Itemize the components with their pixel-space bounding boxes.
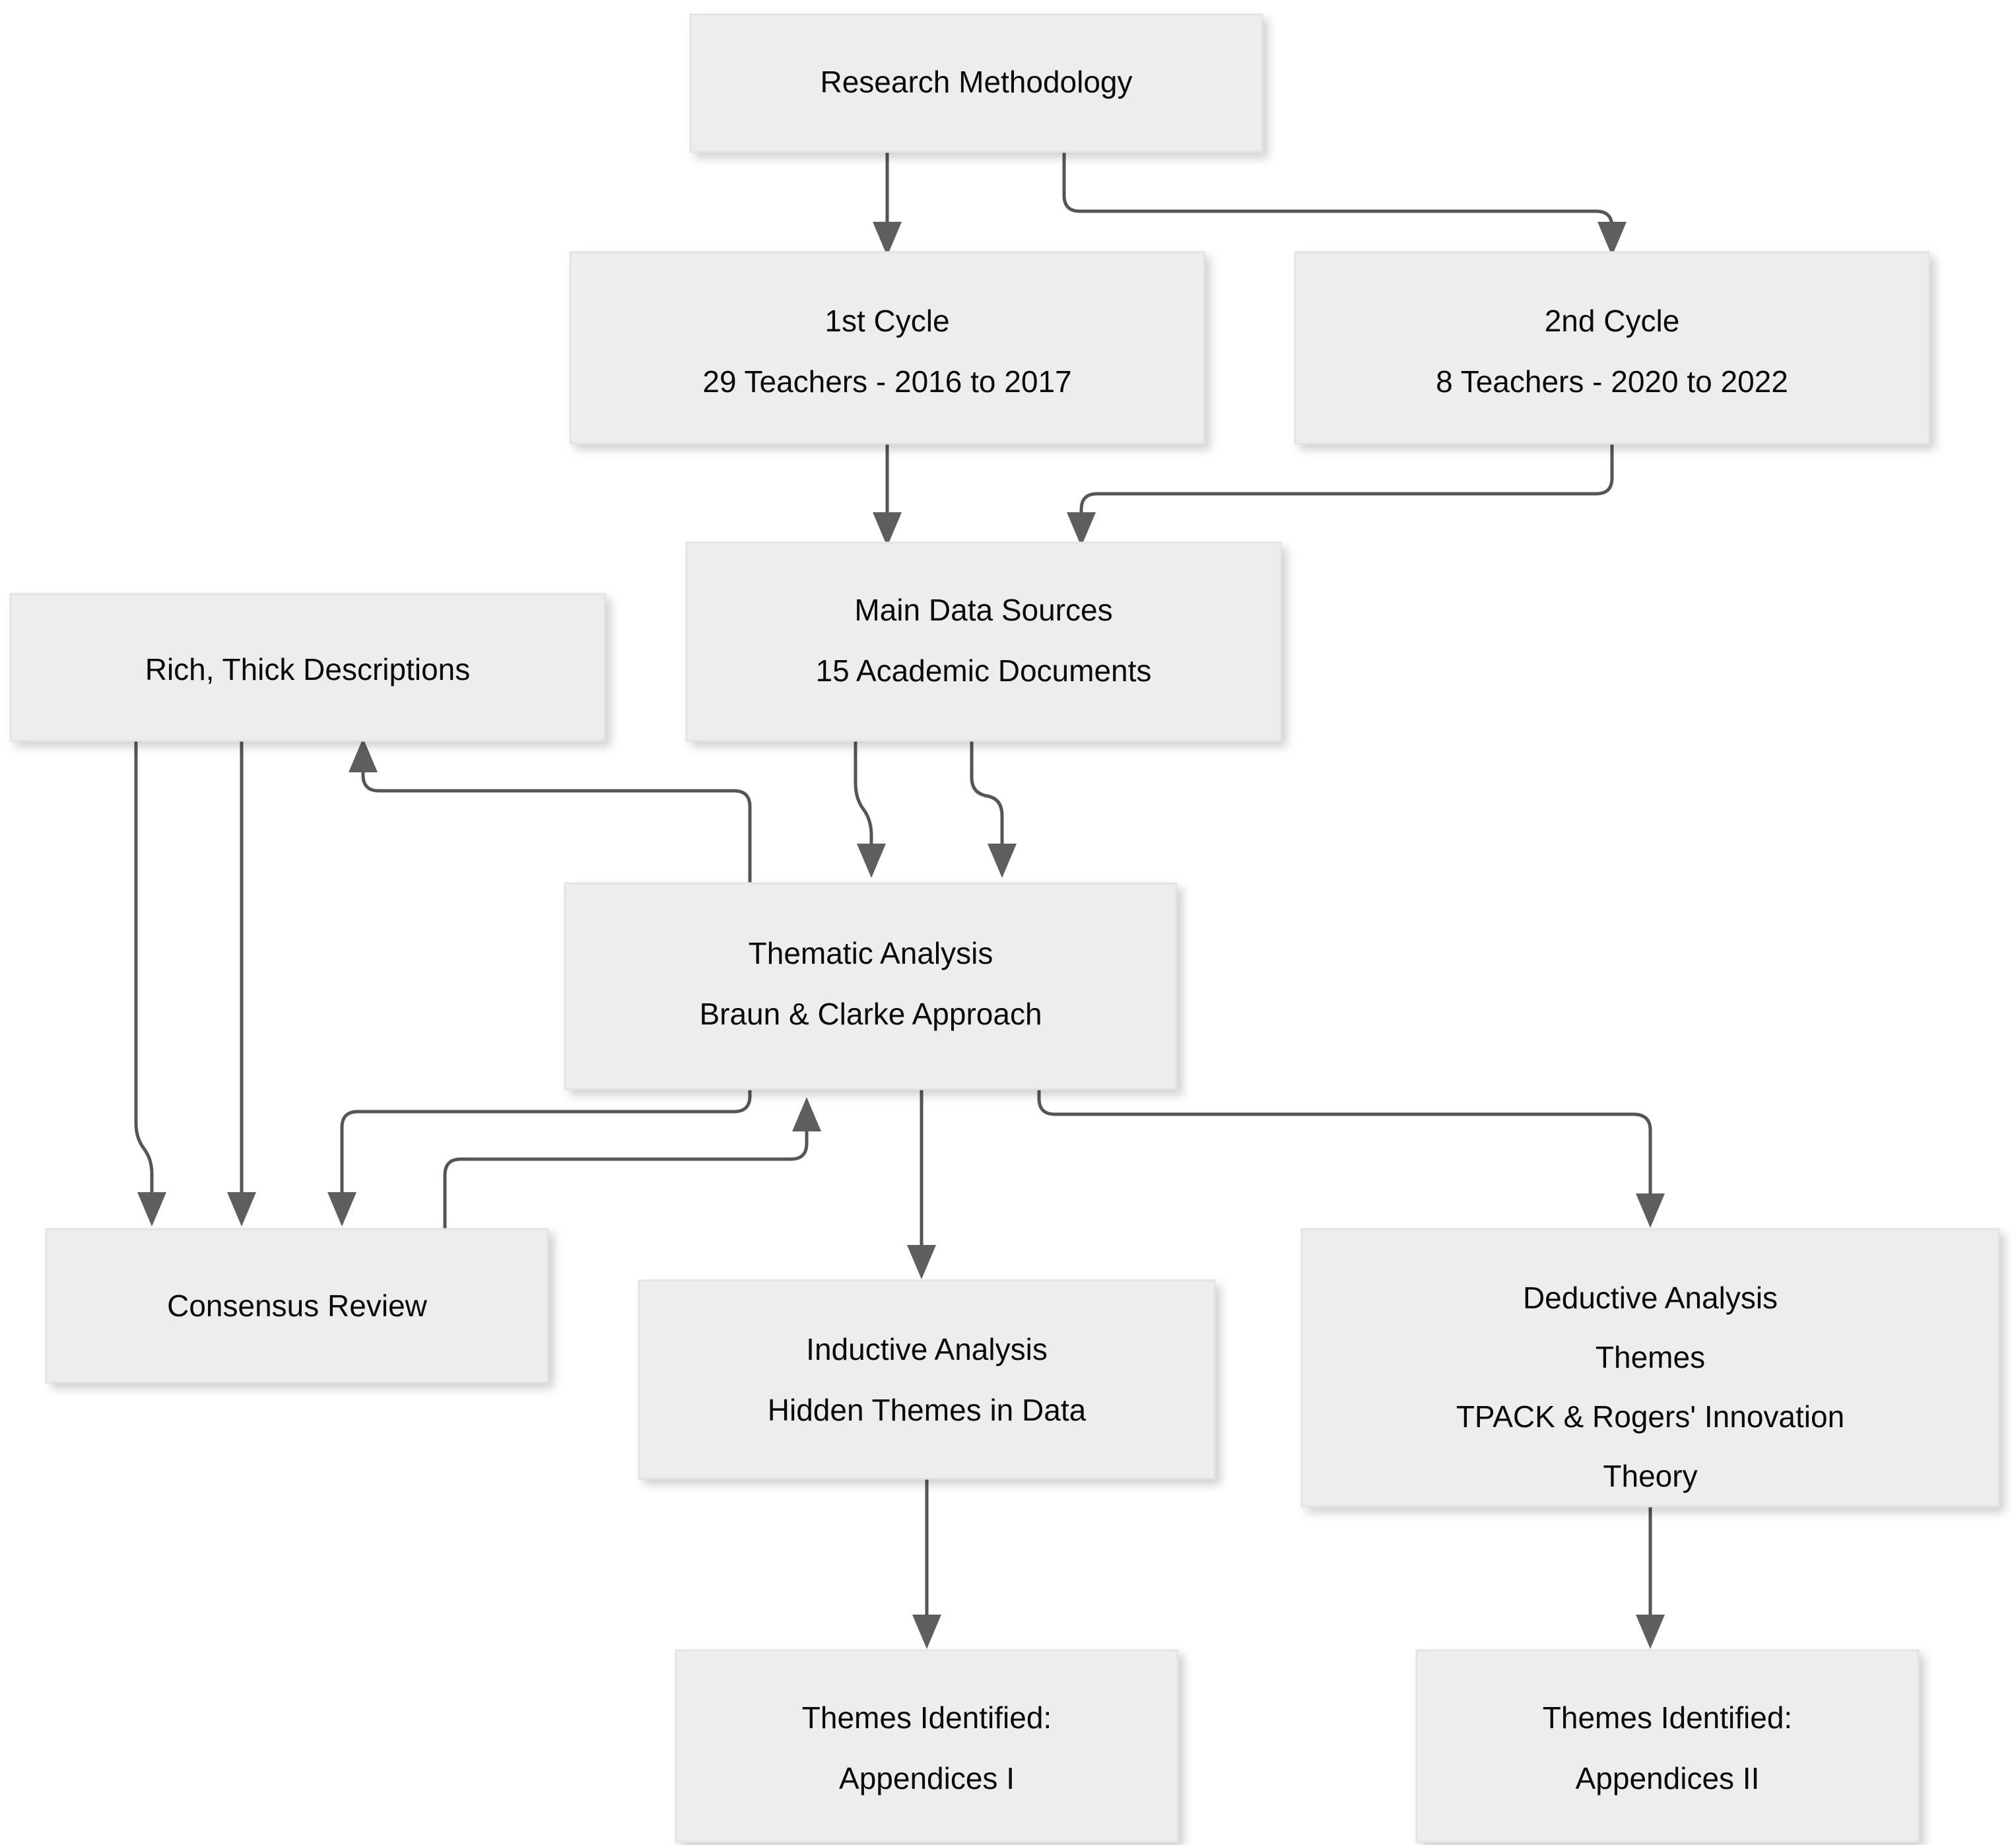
- node-label-inductive-analysis-line2: Hidden Themes in Data: [768, 1393, 1087, 1427]
- edge-first-cycle-to-main-data: [873, 444, 902, 547]
- node-thematic-analysis[interactable]: Thematic Analysis Braun & Clarke Approac…: [564, 882, 1178, 1090]
- edge-rich-to-consensus-a: [134, 741, 166, 1226]
- node-research-methodology[interactable]: Research Methodology: [689, 13, 1263, 153]
- node-label-deductive-analysis-line3: TPACK & Rogers' Innovation: [1456, 1399, 1844, 1434]
- node-label-thematic-analysis-line1: Thematic Analysis: [749, 936, 993, 970]
- node-themes-appendices-2[interactable]: Themes Identified: Appendices II: [1415, 1649, 1920, 1843]
- node-label-first-cycle-line2: 29 Teachers - 2016 to 2017: [702, 364, 1071, 399]
- node-label-deductive-analysis-line2: Themes: [1596, 1340, 1705, 1374]
- edge-thematic-to-consensus: [327, 1089, 752, 1226]
- edge-inductive-to-appendices-1: [912, 1479, 941, 1649]
- edge-thematic-to-rich-descriptions: [349, 738, 752, 883]
- node-label-consensus-review: Consensus Review: [167, 1289, 428, 1323]
- node-main-data-sources[interactable]: Main Data Sources 15 Academic Documents: [685, 541, 1282, 742]
- node-label-rich-thick-descriptions: Rich, Thick Descriptions: [145, 652, 471, 687]
- node-label-second-cycle-line2: 8 Teachers - 2020 to 2022: [1436, 364, 1788, 399]
- node-label-second-cycle-line1: 2nd Cycle: [1545, 304, 1680, 338]
- node-label-themes-appendices-1-line2: Appendices I: [839, 1761, 1015, 1795]
- edge-main-data-to-thematic-b: [970, 741, 1017, 878]
- edge-deductive-to-appendices-2: [1636, 1506, 1665, 1649]
- edge-rich-to-consensus-b: [227, 741, 256, 1226]
- edge-research-to-second-cycle: [1062, 152, 1627, 256]
- node-layer: Research Methodology 1st Cycle 29 Teache…: [9, 13, 2000, 1843]
- node-themes-appendices-1[interactable]: Themes Identified: Appendices I: [675, 1649, 1179, 1843]
- node-inductive-analysis[interactable]: Inductive Analysis Hidden Themes in Data: [638, 1279, 1216, 1480]
- node-label-themes-appendices-2-line2: Appendices II: [1576, 1761, 1760, 1795]
- node-label-first-cycle-line1: 1st Cycle: [824, 304, 949, 338]
- node-label-inductive-analysis-line1: Inductive Analysis: [806, 1332, 1048, 1366]
- node-consensus-review[interactable]: Consensus Review: [45, 1228, 549, 1384]
- edge-consensus-to-thematic: [443, 1097, 821, 1229]
- node-label-research-methodology: Research Methodology: [820, 65, 1132, 99]
- node-label-themes-appendices-2-line1: Themes Identified:: [1543, 1700, 1792, 1735]
- edge-main-data-to-thematic-a: [854, 741, 886, 878]
- edge-thematic-to-inductive: [907, 1089, 936, 1279]
- edge-research-to-first-cycle: [873, 152, 902, 256]
- node-first-cycle[interactable]: 1st Cycle 29 Teachers - 2016 to 2017: [569, 251, 1205, 445]
- node-label-deductive-analysis-line4: Theory: [1603, 1459, 1697, 1493]
- node-label-main-data-sources-line2: 15 Academic Documents: [816, 654, 1152, 688]
- node-deductive-analysis[interactable]: Deductive Analysis Themes TPACK & Rogers…: [1300, 1228, 2000, 1508]
- node-label-main-data-sources-line1: Main Data Sources: [854, 593, 1112, 627]
- edge-layer: [134, 152, 1665, 1649]
- node-second-cycle[interactable]: 2nd Cycle 8 Teachers - 2020 to 2022: [1294, 251, 1930, 445]
- node-label-deductive-analysis-line1: Deductive Analysis: [1523, 1281, 1778, 1315]
- node-label-themes-appendices-1-line1: Themes Identified:: [802, 1700, 1052, 1735]
- edge-thematic-to-deductive: [1037, 1089, 1665, 1228]
- edge-second-cycle-to-main-data: [1067, 444, 1614, 547]
- node-label-thematic-analysis-line2: Braun & Clarke Approach: [699, 997, 1042, 1031]
- node-rich-thick-descriptions[interactable]: Rich, Thick Descriptions: [9, 593, 606, 742]
